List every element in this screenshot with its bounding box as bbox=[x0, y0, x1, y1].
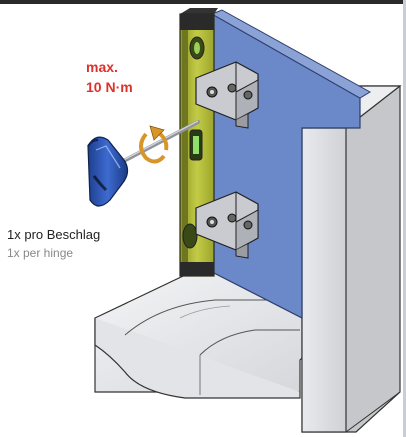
floor-profile bbox=[94, 267, 331, 399]
hinge-bracket-upper bbox=[195, 61, 259, 129]
top-border bbox=[0, 0, 406, 4]
screwdriver bbox=[87, 120, 200, 207]
torque-value: 10 N·m bbox=[86, 79, 133, 95]
torque-spec: max. 10 N·m bbox=[86, 57, 133, 97]
torque-max-label: max. bbox=[86, 59, 118, 75]
caption-english: 1x per hinge bbox=[7, 246, 74, 260]
right-border bbox=[403, 0, 406, 437]
caption-german: 1x pro Beschlag bbox=[7, 227, 101, 242]
hinge-caption: 1x pro Beschlag 1x per hinge bbox=[7, 226, 100, 262]
wall-block bbox=[300, 85, 402, 433]
rotation-arrow-icon bbox=[139, 125, 169, 164]
hinge-bracket-lower bbox=[195, 191, 259, 259]
